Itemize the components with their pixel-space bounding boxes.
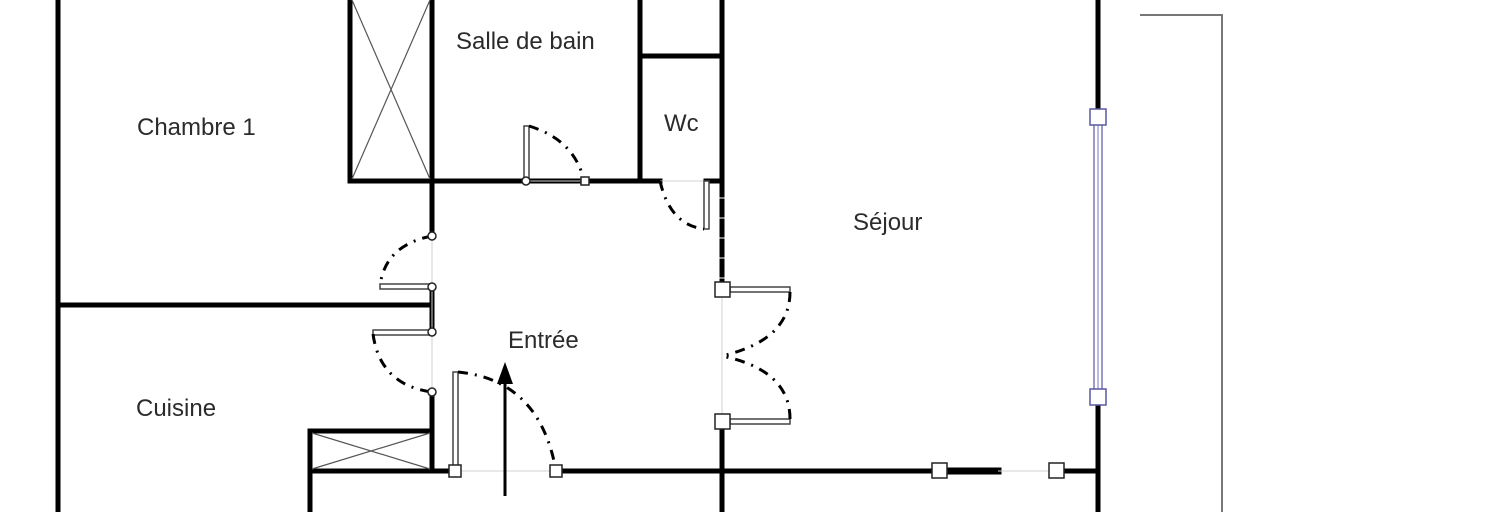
door-salle-de-bain[interactable] <box>521 124 590 186</box>
room-label-sejour: Séjour <box>853 209 923 236</box>
window-hinge-left <box>931 462 948 479</box>
entry-arrow-icon <box>497 362 513 496</box>
door-sejour-double[interactable] <box>714 281 792 430</box>
window-hinge-right <box>1048 462 1065 479</box>
balcony-outline <box>1140 14 1223 512</box>
closet-chambre <box>347 0 643 239</box>
room-label-entree: Entrée <box>508 327 579 354</box>
room-label-salle-de-bain: Salle de bain <box>456 28 595 55</box>
door-cuisine[interactable] <box>371 327 437 397</box>
door-chambre[interactable] <box>378 231 437 292</box>
room-label-chambre-1: Chambre 1 <box>137 114 256 141</box>
room-label-cuisine: Cuisine <box>136 395 217 422</box>
door-entree[interactable] <box>448 370 563 478</box>
door-wc[interactable] <box>658 180 710 231</box>
closet-cuisine <box>307 428 459 512</box>
room-label-wc: Wc <box>664 110 699 137</box>
window-sejour <box>1089 108 1107 406</box>
